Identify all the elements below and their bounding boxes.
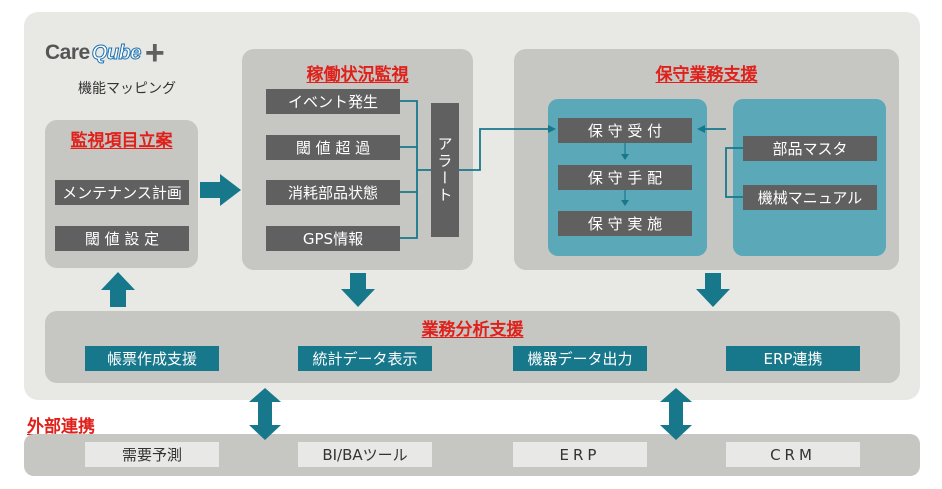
erp-box: ERP [513,442,647,467]
double-arrow-right [660,388,692,440]
logo-qube-text: Qube [91,41,142,64]
alert-to-reception-line [459,128,551,171]
alert-box: アラート [431,103,459,237]
external-integration-title: 外部連携 [27,417,95,437]
monitoring-planning-title: 監視項目立案 [70,131,173,151]
bi-ba-tools-box: BI/BAツール [298,442,432,467]
operation-monitoring-title: 稼働状況監視 [306,65,409,85]
parts-master-box: 部品マスタ [743,136,877,161]
arrow-planning-to-monitoring [200,174,241,206]
masters-bracket-line [702,128,743,198]
maintenance-plan-box: メンテナンス計画 [55,180,189,205]
maintenance-reception-box: 保 守 受 付 [558,118,692,143]
master-data-panel [733,99,886,256]
gps-info-box: GPS情報 [266,226,400,251]
arrowhead-reception-masters [697,125,705,133]
consumable-parts-box: 消耗部品状態 [266,180,400,205]
crm-box: CRM [726,442,860,467]
monitoring-bracket-line [400,100,431,239]
threshold-exceeded-box: 閾 値 超 過 [266,135,400,160]
report-creation-box: 帳票作成支援 [85,346,219,371]
arrow-maintenance-to-analysis [696,273,730,307]
threshold-setting-box: 閾 値 設 定 [55,226,189,251]
business-analysis-title: 業務分析支援 [421,320,524,340]
logo-plus-icon: + [144,34,165,72]
maintenance-arrangement-box: 保 守 手 配 [558,165,692,190]
machine-manual-box: 機械マニュアル [743,185,877,210]
arrowhead-flow-2 [621,200,629,206]
arrowhead-flow-1 [621,154,629,160]
demand-forecast-box: 需要予測 [85,442,219,467]
statistics-display-box: 統計データ表示 [298,346,432,371]
maintenance-execution-box: 保 守 実 施 [558,211,692,236]
arrow-monitoring-to-analysis [341,273,375,307]
double-arrow-left [249,388,281,440]
logo-subtitle: 機能マッピング [78,81,176,97]
careqube-logo: Care Qube + [45,36,165,70]
device-data-output-box: 機器データ出力 [513,346,647,371]
erp-integration-box: ERP連携 [726,346,860,371]
logo-care-text: Care [45,41,90,64]
arrow-analysis-to-planning [101,272,135,307]
maintenance-support-title: 保守業務支援 [655,65,758,85]
arrowhead-reception-in [548,125,556,133]
event-occurrence-box: イベント発生 [266,89,400,114]
